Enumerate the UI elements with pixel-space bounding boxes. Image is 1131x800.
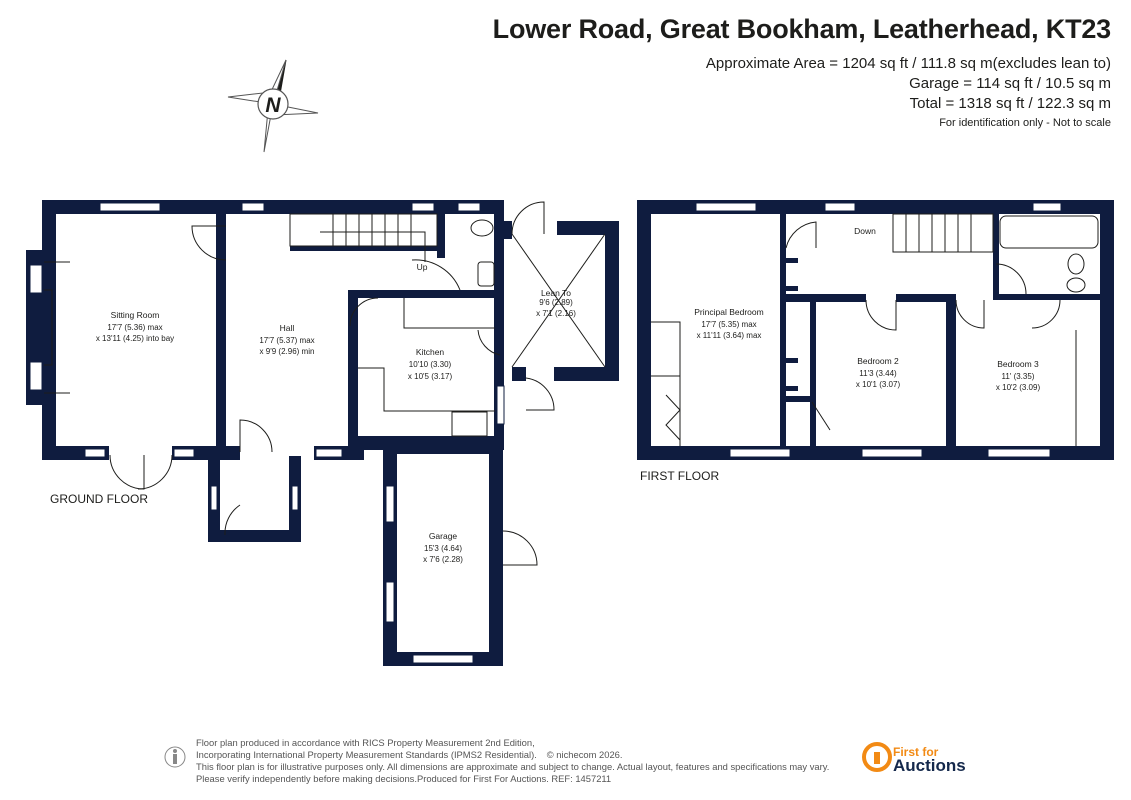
bedroom-2-name: Bedroom 2 [857, 356, 899, 366]
principal-bedroom-dim2: x 11'11 (3.64) max [697, 331, 762, 340]
copyright-text: © nichecom 2026. [546, 749, 623, 760]
first-floor-label: FIRST FLOOR [640, 469, 719, 483]
sitting-room-dim1: 17'7 (5.36) max [107, 323, 162, 332]
bedroom-3-name: Bedroom 3 [997, 359, 1039, 369]
area-line-garage: Garage = 114 sq ft / 10.5 sq m [909, 75, 1111, 92]
first-floor-walls [637, 200, 1114, 460]
kitchen-dim2: x 10'5 (3.17) [408, 372, 453, 381]
stairs-down-label: Down [854, 226, 876, 236]
bedroom-3-dim1: 11' (3.35) [1002, 372, 1035, 381]
garage-name: Garage [429, 531, 458, 541]
footer-line-2: Incorporating International Property Mea… [196, 749, 829, 761]
footer-line-4: Please verify independently before makin… [196, 773, 612, 784]
first-floor-windows [695, 202, 1062, 458]
hall-name: Hall [280, 323, 295, 333]
garage-dim2: x 7'6 (2.28) [423, 555, 463, 564]
person-scale-icon [164, 746, 186, 768]
sitting-room-name: Sitting Room [111, 310, 160, 320]
compass-rose-icon: N [227, 59, 319, 153]
lean-to-dim1: 9'6 (2.89) [539, 298, 573, 307]
first-for-auctions-logo: First for Auctions [862, 742, 966, 777]
lean-to-name: Lean To [541, 288, 571, 298]
ground-floor-windows [29, 202, 505, 664]
first-floor-wardrobe-marks [786, 258, 798, 391]
bedroom-2-dim2: x 10'1 (3.07) [856, 380, 901, 389]
bedroom-2-dim1: 11'3 (3.44) [859, 369, 897, 378]
footer-line-1: Floor plan produced in accordance with R… [196, 737, 535, 748]
principal-bedroom-name: Principal Bedroom [694, 307, 763, 317]
logo-text-line-2: Auctions [893, 756, 966, 775]
property-address-title: Lower Road, Great Bookham, Leatherhead, … [492, 14, 1112, 44]
footer-disclaimer: Floor plan produced in accordance with R… [196, 737, 829, 785]
principal-bedroom-dim1: 17'7 (5.35) max [701, 320, 756, 329]
ground-floor-walls [26, 200, 619, 666]
stairs-up-label: Up [417, 262, 428, 272]
kitchen-dim1: 10'10 (3.30) [409, 360, 452, 369]
kitchen-name: Kitchen [416, 347, 445, 357]
area-summary: Approximate Area = 1204 sq ft / 111.8 sq… [706, 54, 1111, 114]
garage-dim1: 15'3 (4.64) [424, 544, 462, 553]
hall-dim1: 17'7 (5.37) max [259, 336, 314, 345]
sitting-room-dim2: x 13'11 (4.25) into bay [96, 334, 174, 343]
ground-floor-label: GROUND FLOOR [50, 492, 148, 506]
footer-line-3: This floor plan is for illustrative purp… [196, 761, 830, 772]
logo-text-line-1: First for [893, 745, 939, 759]
footer-line-2-text: Incorporating International Property Mea… [196, 749, 537, 760]
ground-floor-doors [44, 201, 606, 566]
first-floor-fittings [651, 213, 1099, 446]
compass-north-label: N [265, 94, 281, 117]
area-line-main: Approximate Area = 1204 sq ft / 111.8 sq… [705, 55, 1111, 72]
hall-dim2: x 9'9 (2.96) min [260, 347, 315, 356]
identification-note: For identification only - Not to scale [939, 117, 1111, 129]
area-line-total: Total = 1318 sq ft / 122.3 sq m [909, 95, 1111, 112]
bedroom-3-dim2: x 10'2 (3.09) [996, 383, 1041, 392]
auction-logo-icon [862, 742, 892, 772]
lean-to-dim2: x 7'1 (2.16) [536, 309, 576, 318]
